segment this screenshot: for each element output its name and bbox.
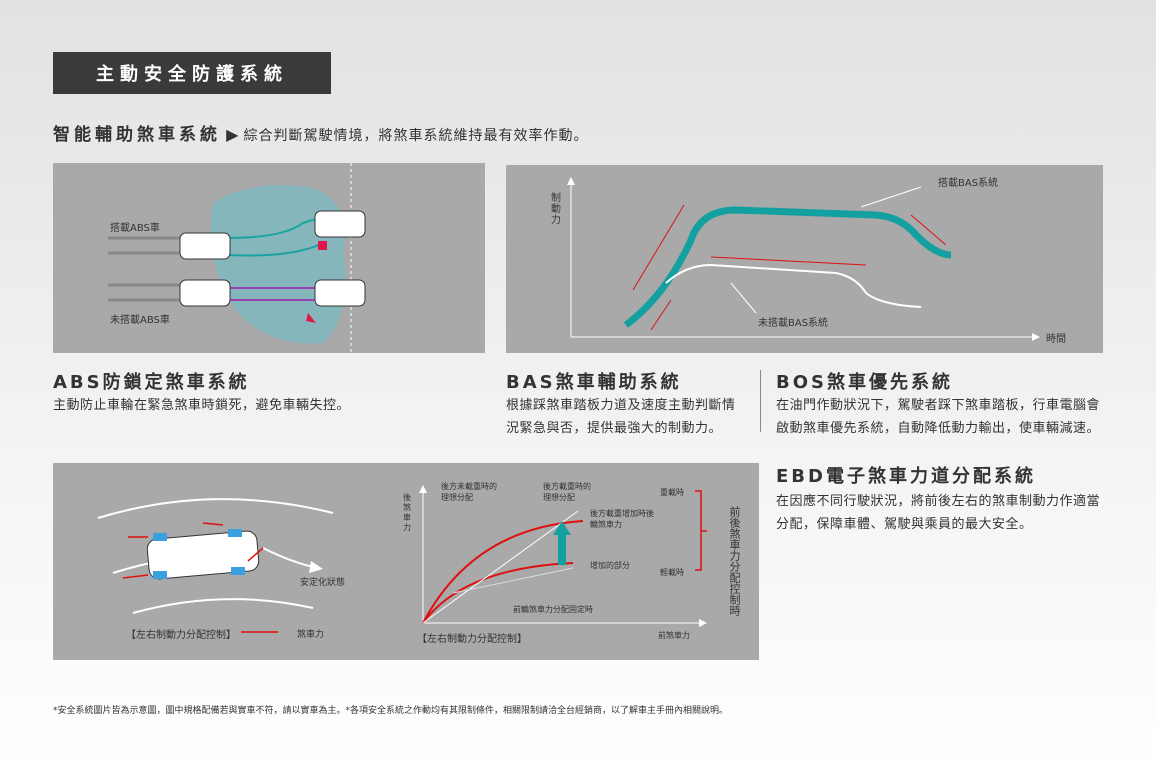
stable-label: 安定化狀態: [300, 578, 346, 588]
bas-desc: 根據踩煞車踏板力道及速度主動判斷情況緊急與否，提供最強大的制動力。: [506, 398, 736, 436]
ebd-title: EBD電子煞車力道分配系統: [776, 466, 1036, 487]
without-abs-label: 未搭載ABS車: [110, 315, 170, 326]
increase-rear-label: 後方載重增加時後輪煞車力: [590, 509, 654, 529]
play-arrow-icon: ▶: [226, 125, 239, 144]
fr-control-label: 前後煞車力分配控制時: [728, 506, 741, 616]
loaded-label: 後方載重時的理想分配: [543, 482, 591, 502]
ebd-y-label: 後煞車力: [403, 493, 411, 532]
section-header: 主動安全防護系統: [53, 52, 331, 94]
front-fixed-label: 前輪煞車力分配固定時: [513, 605, 593, 614]
footnote: *安全系統圖片皆為示意圖，圖中規格配備若與實車不符，請以實車為主。*各項安全系統…: [53, 706, 729, 716]
abs-desc: 主動防止車輪在緊急煞車時鎖死，避免車輛失控。: [53, 398, 351, 413]
ebd-x-label: 前煞車力: [658, 631, 690, 640]
increase-part-label: 增加的部分: [590, 561, 630, 570]
with-abs-label: 搭載ABS車: [110, 223, 160, 234]
bos-title: BOS煞車優先系統: [776, 372, 953, 393]
subtitle-text: 綜合判斷駕駛情境，將煞車系統維持最有效率作動。: [243, 128, 589, 144]
bas-chart: 制動力 時間 搭載BAS系統 未搭載BAS系統: [506, 165, 1103, 353]
bas-x-label: 時間: [1046, 334, 1066, 345]
lr-control-label: 【左右制動力分配控制】: [126, 630, 236, 641]
unloaded-label: 後方未載重時的理想分配: [441, 482, 497, 502]
abs-diagram: 搭載ABS車 未搭載ABS車: [53, 163, 485, 353]
without-bas-label: 未搭載BAS系統: [758, 318, 829, 329]
light-label: 輕載時: [660, 568, 684, 577]
heavy-label: 重載時: [660, 488, 684, 497]
brake-force-label: 煞車力: [297, 630, 325, 640]
with-bas-label: 搭載BAS系統: [938, 178, 999, 189]
ebd-diagram: 安定化狀態 【左右制動力分配控制】 煞車力 後煞車力 前煞車力 後方未載重時的理…: [53, 463, 759, 660]
divider: [760, 370, 761, 432]
bas-title: BAS煞車輔助系統: [506, 372, 682, 393]
subtitle: 智能輔助煞車系統 ▶ 綜合判斷駕駛情境，將煞車系統維持最有效率作動。: [53, 120, 589, 145]
subtitle-heading: 智能輔助煞車系統: [53, 125, 221, 145]
ebd-desc: 在因應不同行駛狀況，將前後左右的煞車制動力作適當分配，保障車體、駕駛與乘員的最大…: [776, 494, 1101, 532]
abs-title: ABS防鎖定煞車系統: [53, 372, 250, 393]
bas-y-label: 制動力: [551, 193, 561, 226]
bos-desc: 在油門作動狀況下，駕駛者踩下煞車踏板，行車電腦會啟動煞車優先系統，自動降低動力輸…: [776, 398, 1101, 436]
ebd-chart-title: 【左右制動力分配控制】: [417, 634, 527, 645]
